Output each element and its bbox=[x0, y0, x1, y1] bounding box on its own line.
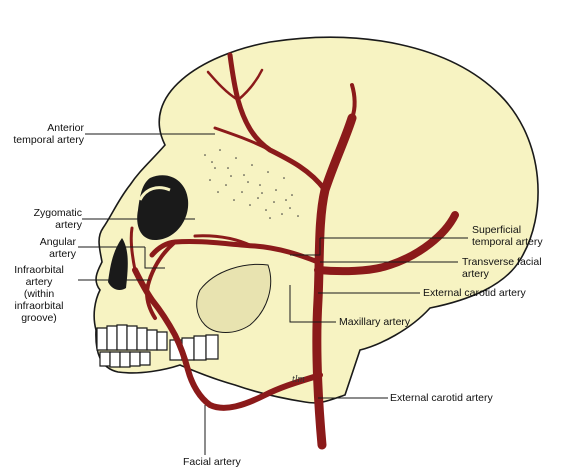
label-external-carotid-upper: External carotid artery bbox=[423, 287, 526, 299]
angular-artery bbox=[129, 226, 137, 272]
label-angular-line1: Angular bbox=[39, 236, 76, 248]
label-external-carotid-upper-text: External carotid artery bbox=[423, 287, 526, 299]
label-transverse-facial: Transverse facial artery bbox=[462, 256, 542, 280]
label-superficial-temporal-line1: Superficial bbox=[472, 224, 522, 236]
label-maxillary: Maxillary artery bbox=[339, 316, 410, 328]
label-zygomatic: Zygomatic artery bbox=[0, 207, 82, 231]
label-infraorbital-line2: artery bbox=[25, 276, 53, 288]
maxillary-artery bbox=[149, 238, 321, 265]
infraorbital-artery bbox=[145, 240, 177, 320]
label-angular-line2: artery bbox=[49, 248, 76, 260]
label-zygomatic-line1: Zygomatic bbox=[33, 207, 82, 219]
label-external-carotid-lower: External carotid artery bbox=[390, 392, 493, 404]
leader-lines bbox=[78, 133, 468, 455]
temporal-fossa-stipple bbox=[204, 149, 299, 219]
superficial-temporal-artery bbox=[227, 52, 328, 193]
label-anterior-temporal-2: temporal artery bbox=[0, 134, 84, 146]
label-infraorbital: Infraorbital artery (within infraorbital… bbox=[0, 264, 78, 324]
label-facial: Facial artery bbox=[183, 456, 241, 468]
facial-artery bbox=[132, 267, 323, 411]
label-facial-text: Facial artery bbox=[183, 456, 241, 468]
label-external-carotid-lower-text: External carotid artery bbox=[390, 392, 493, 404]
label-anterior-temporal: Anterior bbox=[20, 122, 84, 134]
label-infraorbital-line1: Infraorbital bbox=[14, 264, 64, 276]
transverse-facial-artery bbox=[314, 211, 459, 276]
nasal-aperture bbox=[108, 238, 128, 290]
label-zygomatic-line2: artery bbox=[55, 219, 82, 231]
label-infraorbital-line3: (within bbox=[23, 288, 55, 300]
label-transverse-facial-line1: Transverse facial bbox=[462, 256, 542, 268]
label-superficial-temporal: Superficial temporal artery bbox=[472, 224, 543, 248]
label-transverse-facial-line2: artery bbox=[462, 268, 489, 280]
label-superficial-temporal-line2: temporal artery bbox=[472, 236, 543, 248]
zygomatic-artery bbox=[193, 234, 254, 248]
posterior-branch bbox=[350, 83, 357, 120]
label-maxillary-text: Maxillary artery bbox=[339, 316, 411, 328]
label-anterior-temporal-line1: Anterior bbox=[47, 122, 84, 134]
orbit bbox=[137, 175, 189, 240]
mandible-ramus-shade bbox=[196, 263, 272, 333]
label-anterior-temporal-line2: temporal artery bbox=[13, 134, 84, 146]
label-infraorbital-line4: infraorbital bbox=[14, 300, 64, 312]
artist-signature: tlm bbox=[292, 374, 305, 385]
label-infraorbital-line5: groove) bbox=[21, 312, 57, 324]
arteries bbox=[129, 52, 459, 450]
label-angular: Angular artery bbox=[0, 236, 76, 260]
